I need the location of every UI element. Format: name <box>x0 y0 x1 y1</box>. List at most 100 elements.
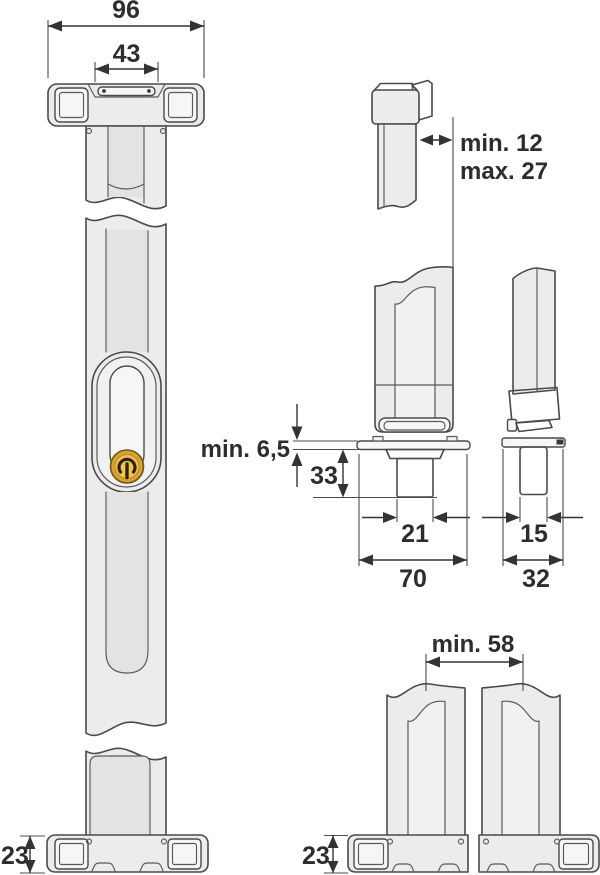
arrow-left-icon <box>95 63 109 75</box>
arrow-right-icon <box>144 63 158 75</box>
dimension-70: 70 <box>358 454 468 593</box>
body-channel-lower-outline <box>105 491 149 674</box>
main-lock <box>46 83 209 873</box>
dim-15-extension-lines <box>519 497 548 522</box>
dim-43-extension-lines <box>94 62 159 82</box>
peg-large <box>396 457 434 498</box>
arrow-right-icon <box>506 512 520 523</box>
body-channel-mid-lines <box>105 228 149 353</box>
keeper-large-foot-inner <box>383 420 446 431</box>
arrow-up-icon <box>291 452 303 466</box>
arrow-down-icon <box>337 484 349 498</box>
base-cap-right <box>167 838 202 870</box>
body-collar-curve <box>107 183 145 190</box>
lock-head-bar <box>97 86 156 97</box>
keeper-small-notch <box>506 418 518 432</box>
body-channel-mid-fill <box>106 230 148 352</box>
arrow-left-icon <box>426 656 440 668</box>
dim-96-value: 96 <box>112 0 140 24</box>
head-pin-left <box>102 89 106 93</box>
dim-32-extension-lines <box>502 449 564 566</box>
dimension-center-distance: min. 58 <box>425 631 524 691</box>
dim-32-value: 32 <box>522 565 550 593</box>
base-foot <box>391 863 415 873</box>
dim-23r-extension-lines <box>324 834 348 874</box>
head-cap-right-inner <box>167 91 194 119</box>
dimension-plate-thickness: min. 6,5 <box>201 404 397 487</box>
base-foot <box>486 863 510 873</box>
sash-base-left-cap-inner <box>357 842 385 866</box>
sash-base-right-cap-inner <box>562 842 590 866</box>
dim-23l-extension-lines <box>20 835 45 874</box>
dim-23l-value: 23 <box>1 842 29 870</box>
dimension-reach: min. 12 max. 27 <box>419 130 548 185</box>
dim-reach-max-value: max. 27 <box>460 158 548 185</box>
sash-part-left-inner <box>407 700 446 836</box>
mount-plate-large <box>356 440 471 451</box>
screw-hole-base-right <box>160 838 168 845</box>
striker-head <box>371 89 420 125</box>
screw-hole <box>457 838 465 845</box>
dim-70-extension-lines <box>358 454 468 566</box>
dimension-23-right: 23 <box>302 834 348 874</box>
plate-tab-right <box>446 435 458 442</box>
striker-body <box>377 123 417 210</box>
lock-cylinder <box>109 449 145 484</box>
dim-65-value: min. 6,5 <box>201 436 290 463</box>
base-foot <box>437 863 461 873</box>
dim-33-value: 33 <box>310 462 338 490</box>
keeper-large-inner <box>394 286 436 432</box>
screw-hole-base-left <box>85 838 93 845</box>
arrow-left-icon <box>359 554 373 566</box>
head-cap-left-inner <box>58 91 85 119</box>
plate-small-end-mark <box>556 439 564 445</box>
arrow-right-icon <box>453 554 467 566</box>
arrow-left-icon <box>433 512 447 523</box>
base-foot <box>532 863 556 873</box>
arrow-up-icon <box>337 449 349 463</box>
body-channel-top-lines <box>107 126 145 204</box>
base-cap-left <box>54 838 89 870</box>
arrow-left-icon <box>503 554 517 566</box>
body-channel-lower-fill <box>106 492 148 673</box>
base-cap-left-inner <box>58 842 85 866</box>
arrow-right-icon <box>383 512 397 523</box>
dimension-21: 21 <box>362 499 470 548</box>
keeper-small <box>501 267 566 496</box>
screw-hole <box>386 838 394 845</box>
striker-part <box>371 79 454 269</box>
keeper-small-foot <box>515 419 553 433</box>
arrow-right-icon <box>190 20 204 32</box>
dim-21-value: 21 <box>401 520 429 548</box>
keeper-small-block <box>508 386 561 424</box>
base-cap-right-inner <box>171 842 198 866</box>
base-foot-right <box>139 862 164 872</box>
arrow-left-icon <box>48 20 62 32</box>
arrow-right-icon <box>509 656 523 668</box>
peg-boss-large <box>385 448 445 460</box>
base-foot-left <box>91 862 116 872</box>
screw-hole-top-left <box>85 127 93 135</box>
head-pin-right <box>147 89 151 93</box>
dim-21-extension-lines <box>396 499 434 522</box>
dim-reach-min-value: min. 12 <box>460 130 543 157</box>
screw-hole-top-right <box>159 127 167 135</box>
keyhole-icon <box>117 457 137 474</box>
dimension-33: 33 <box>310 449 437 499</box>
dim-96-extension-lines <box>47 20 205 78</box>
dim-15-value: 15 <box>520 520 548 548</box>
arrow-down-icon <box>291 426 303 440</box>
dim-43-value: 43 <box>113 40 141 68</box>
screw-hole <box>482 838 490 845</box>
arrow-left-icon <box>547 512 561 523</box>
dimension-96: 96 <box>47 0 205 78</box>
head-cap-right <box>163 87 198 123</box>
keeper-small-body <box>512 267 556 395</box>
dim-58-extension-lines <box>425 654 524 691</box>
dimension-15: 15 <box>482 497 583 548</box>
arrow-up-icon <box>24 836 36 849</box>
dimension-23-left: 23 <box>1 835 45 874</box>
head-cap-left <box>54 87 89 123</box>
